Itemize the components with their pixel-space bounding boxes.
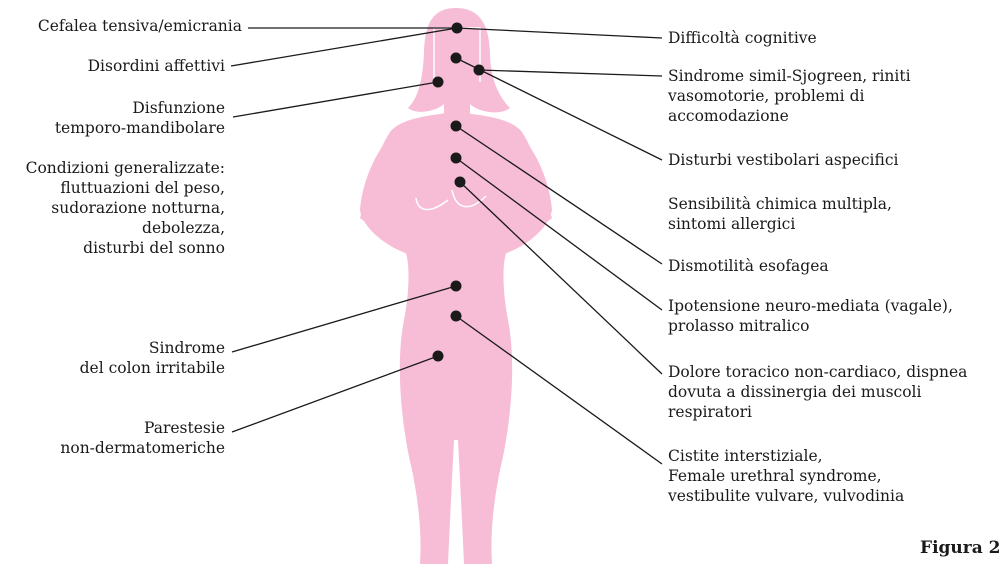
label-vestibolari: Disturbi vestibolari aspecifici — [668, 150, 899, 170]
dot-chest — [451, 153, 462, 164]
label-line: del colon irritabile — [80, 358, 225, 378]
dot-jaw — [433, 77, 444, 88]
label-parestesie: Parestesie non-dermatomeriche — [60, 418, 225, 458]
label-line: Dolore toracico non-cardiaco, dispnea — [668, 362, 967, 382]
label-cistite: Cistite interstiziale, Female urethral s… — [668, 446, 904, 506]
label-esofagea: Dismotilità esofagea — [668, 256, 829, 276]
label-line: non-dermatomeriche — [60, 438, 225, 458]
label-line: fluttuazioni del peso, — [26, 178, 225, 198]
label-line: Parestesie — [60, 418, 225, 438]
label-line: respiratori — [668, 402, 967, 422]
label-cefalea: Cefalea tensiva/emicrania — [38, 16, 242, 36]
label-disordini: Disordini affettivi — [88, 56, 225, 76]
label-ipotensione: Ipotensione neuro-mediata (vagale), prol… — [668, 296, 953, 336]
label-chimica: Sensibilità chimica multipla, sintomi al… — [668, 194, 892, 234]
label-disfunzione: Disfunzione temporo-mandibolare — [55, 98, 225, 138]
label-line: Ipotensione neuro-mediata (vagale), — [668, 296, 953, 316]
label-line: Disturbi vestibolari aspecifici — [668, 150, 899, 170]
label-line: Female urethral syndrome, — [668, 466, 904, 486]
label-line: Difficoltà cognitive — [668, 28, 817, 48]
line-disordini — [231, 28, 457, 66]
label-colon: Sindrome del colon irritabile — [80, 338, 225, 378]
label-line: debolezza, — [26, 218, 225, 238]
label-line: vasomotorie, problemi di — [668, 86, 911, 106]
dot-pelvis — [451, 311, 462, 322]
label-line: sudorazione notturna, — [26, 198, 225, 218]
label-line: Sindrome simil-Sjogreen, riniti — [668, 66, 911, 86]
label-line: disturbi del sonno — [26, 238, 225, 258]
label-line: Sensibilità chimica multipla, — [668, 194, 892, 214]
label-toracico: Dolore toracico non-cardiaco, dispnea do… — [668, 362, 967, 422]
label-line: accomodazione — [668, 106, 911, 126]
dot-throat — [451, 121, 462, 132]
line-disfunzione — [233, 82, 438, 117]
label-line: dovuta a dissinergia dei muscoli — [668, 382, 967, 402]
dot-thigh — [433, 351, 444, 362]
dot-abdomen — [451, 281, 462, 292]
label-line: Cistite interstiziale, — [668, 446, 904, 466]
dot-ear — [474, 65, 485, 76]
label-line: Disordini affettivi — [88, 56, 225, 76]
label-line: Cefalea tensiva/emicrania — [38, 16, 242, 36]
label-line: Dismotilità esofagea — [668, 256, 829, 276]
label-line: vestibulite vulvare, vulvodinia — [668, 486, 904, 506]
line-sjogreen — [479, 70, 662, 76]
label-line: Disfunzione — [55, 98, 225, 118]
label-line: Condizioni generalizzate: — [26, 158, 225, 178]
label-condizioni: Condizioni generalizzate: fluttuazioni d… — [26, 158, 225, 258]
label-line: temporo-mandibolare — [55, 118, 225, 138]
label-line: Sindrome — [80, 338, 225, 358]
dot-head-top — [452, 23, 463, 34]
label-sjogreen: Sindrome simil-Sjogreen, riniti vasomoto… — [668, 66, 911, 126]
label-line: prolasso mitralico — [668, 316, 953, 336]
dot-forehead — [451, 53, 462, 64]
dot-lung — [455, 177, 466, 188]
label-cognitive: Difficoltà cognitive — [668, 28, 817, 48]
label-line: sintomi allergici — [668, 214, 892, 234]
figure-caption: Figura 2 — [920, 538, 1001, 558]
